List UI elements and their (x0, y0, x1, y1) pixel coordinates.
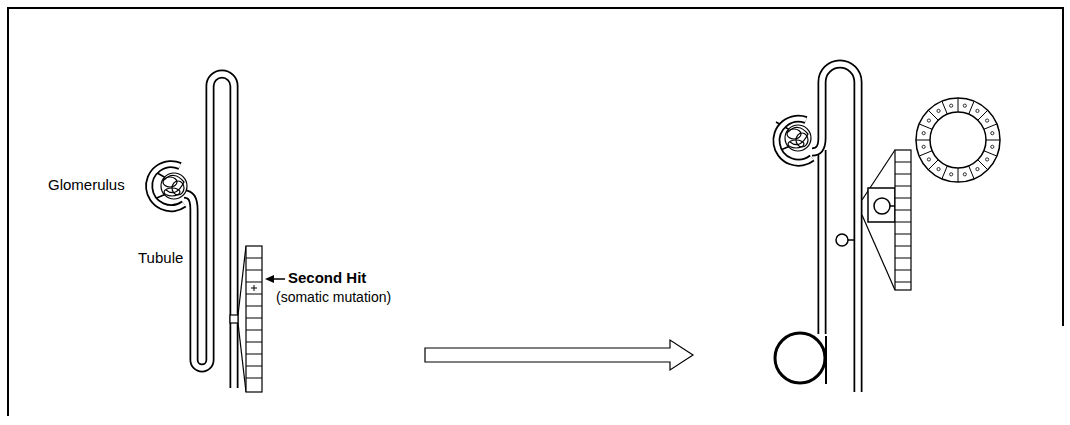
cyst-cell-ring (916, 98, 1000, 182)
annotation-label: Second Hit (288, 269, 366, 286)
mutation-mark (251, 285, 257, 291)
structure-label: Glomerulus (48, 176, 125, 193)
annotation-label: (somatic mutation) (276, 289, 391, 305)
right-nephron (775, 64, 1000, 392)
glomerulus-tuft (161, 173, 187, 199)
left-nephron (149, 74, 285, 392)
cyst (775, 333, 825, 383)
frame-border (8, 8, 1063, 416)
transition-arrow (425, 340, 693, 370)
structure-label: Tubule (138, 249, 183, 266)
